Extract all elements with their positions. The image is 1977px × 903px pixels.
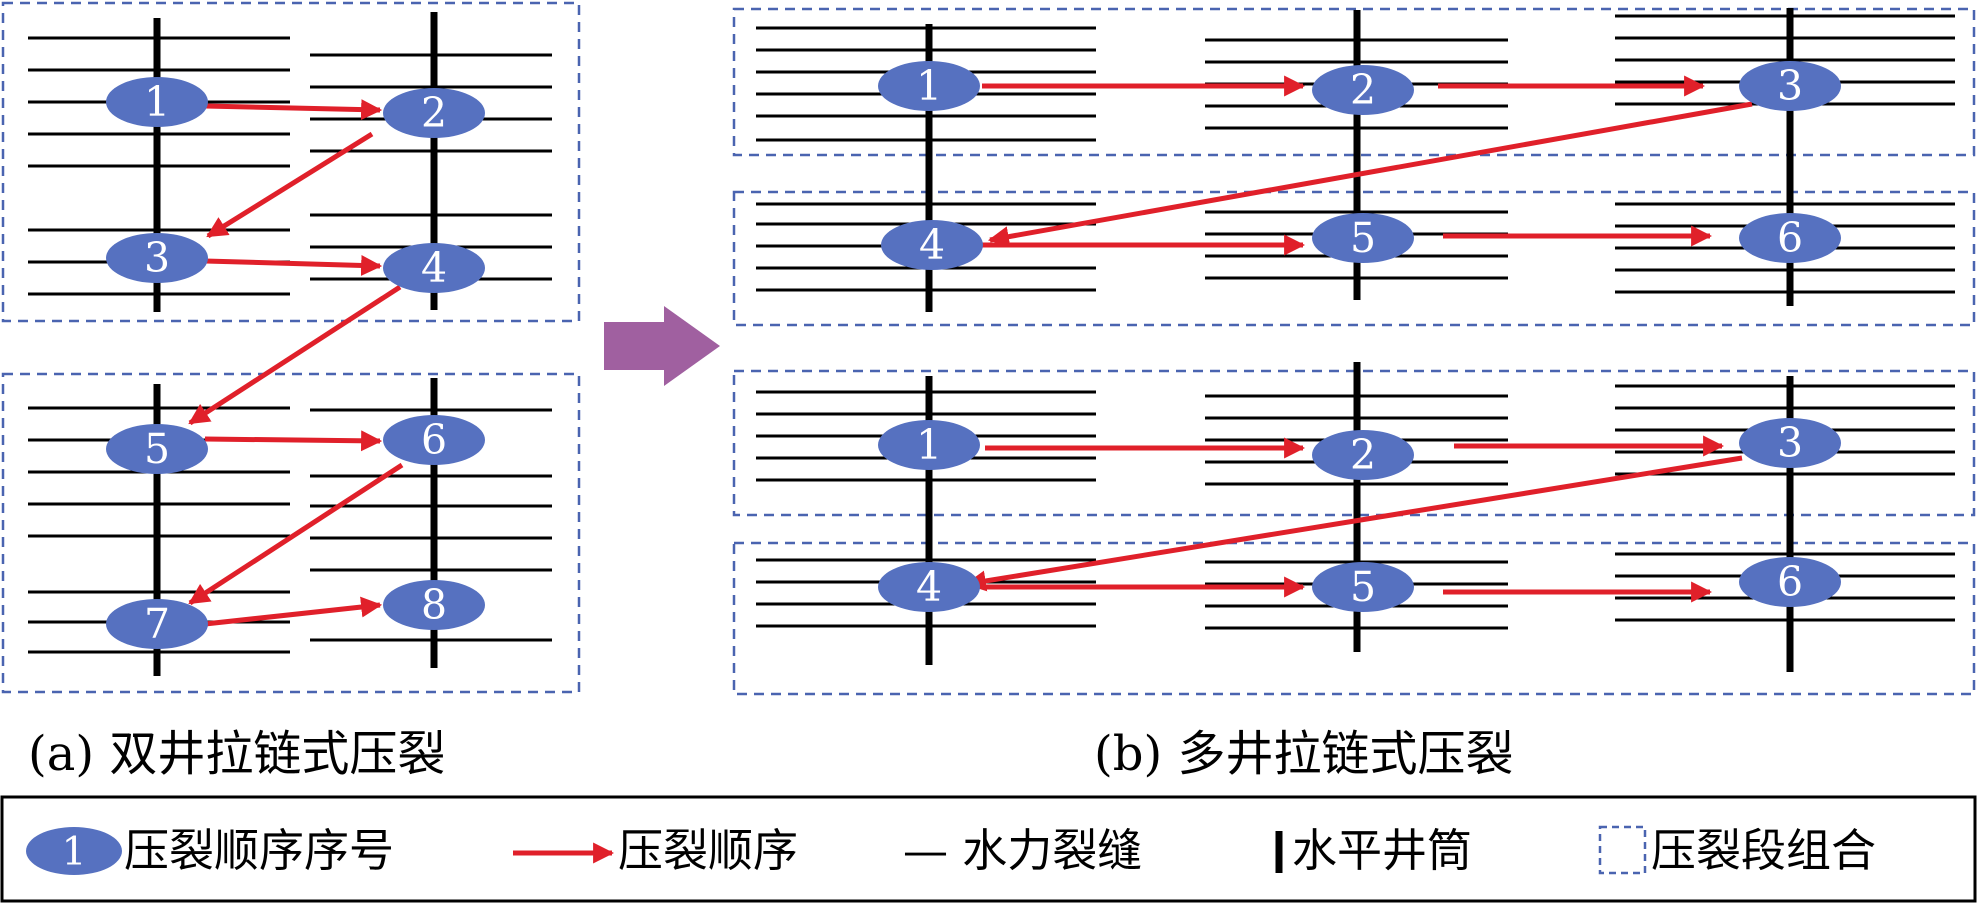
node-label: 1 xyxy=(916,62,942,110)
panel-b: 1 2 3 4 5 6 1 2 xyxy=(732,7,1976,782)
node-6: 6 xyxy=(383,415,485,465)
sequence-arrow xyxy=(987,101,1753,248)
node-2: 2 xyxy=(1312,65,1414,115)
node-1: 1 xyxy=(106,77,208,127)
sequence-arrow xyxy=(964,455,1743,592)
node-2: 2 xyxy=(1312,430,1414,480)
node-1: 1 xyxy=(878,420,980,470)
node-label: 4 xyxy=(916,563,942,611)
node-label: 2 xyxy=(1350,431,1376,479)
node-label: 6 xyxy=(1777,558,1803,606)
node-4: 4 xyxy=(383,243,485,293)
node-label: 2 xyxy=(421,89,447,137)
node-label: 1 xyxy=(144,78,170,126)
legend-box xyxy=(0,795,1977,903)
legend-well-label: 水平井筒 xyxy=(1292,824,1472,877)
node-4: 4 xyxy=(881,220,983,270)
node-label: 5 xyxy=(1350,214,1376,262)
sequence-arrow xyxy=(204,430,383,452)
sequence-arrow xyxy=(204,596,383,627)
node-6: 6 xyxy=(1739,557,1841,607)
sequence-arrow xyxy=(204,99,383,121)
legend-group-label: 压裂段组合 xyxy=(1651,824,1876,877)
node-5: 5 xyxy=(1312,213,1414,263)
legend-node-sample: 1 xyxy=(26,827,122,875)
panel-a: 1 2 3 4 5 6 7 8 (a) 双井拉链式压裂 xyxy=(1,1,581,782)
node-5: 5 xyxy=(1312,562,1414,612)
node-label: 5 xyxy=(144,425,170,473)
legend-group-sample xyxy=(1598,825,1647,875)
group-box xyxy=(1,372,581,694)
sequence-arrow xyxy=(188,284,402,426)
sequence-arrow xyxy=(204,254,383,276)
legend-fracture-label: — 水力裂缝 xyxy=(903,824,1142,877)
group-box xyxy=(1,1,581,323)
node-label: 6 xyxy=(421,416,447,464)
node-label: 7 xyxy=(144,600,170,648)
node-7: 7 xyxy=(106,599,208,649)
legend: 1 压裂顺序序号 压裂顺序 — 水力裂缝 水平井筒 压裂段组合 xyxy=(0,795,1977,903)
node-label: 4 xyxy=(421,244,447,292)
node-label: 4 xyxy=(919,221,945,269)
legend-arrow-label: 压裂顺序 xyxy=(618,824,798,877)
node-label: 2 xyxy=(1350,66,1376,114)
sequence-arrow xyxy=(206,131,374,239)
legend-node-label: 压裂顺序序号 xyxy=(124,824,394,877)
transition-arrow xyxy=(604,306,720,386)
panel-b-caption: (b) 多井拉链式压裂 xyxy=(1094,726,1513,782)
panel-a-caption: (a) 双井拉链式压裂 xyxy=(28,726,445,782)
node-6: 6 xyxy=(1739,213,1841,263)
node-3: 3 xyxy=(1739,418,1841,468)
node-label: 3 xyxy=(1777,62,1803,110)
node-label: 6 xyxy=(1777,214,1803,262)
node-3: 3 xyxy=(1739,61,1841,111)
node-1: 1 xyxy=(878,61,980,111)
sequence-arrow xyxy=(188,462,404,606)
node-8: 8 xyxy=(383,580,485,630)
node-5: 5 xyxy=(106,424,208,474)
node-3: 3 xyxy=(106,233,208,283)
node-2: 2 xyxy=(383,88,485,138)
node-label: 3 xyxy=(1777,419,1803,467)
node-label: 5 xyxy=(1350,563,1376,611)
node-4: 4 xyxy=(878,562,980,612)
node-label: 1 xyxy=(916,421,942,469)
node-label: 3 xyxy=(144,234,170,282)
legend-node-sample-label: 1 xyxy=(62,830,87,875)
node-label: 8 xyxy=(421,581,447,629)
